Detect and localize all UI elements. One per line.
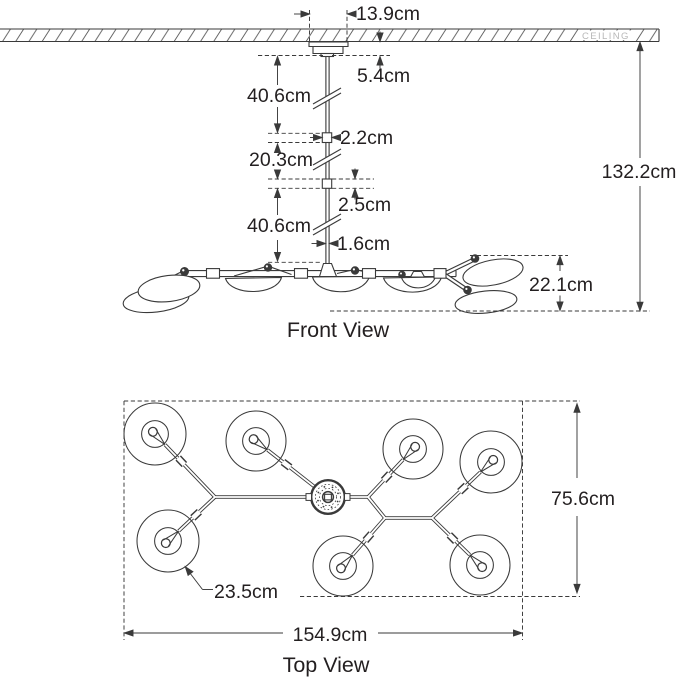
shade-disc	[225, 410, 287, 472]
socket-detail	[409, 270, 426, 278]
shade-bowl-3	[382, 276, 443, 293]
shade-disc	[312, 535, 374, 597]
dim-coupler-height-label: 2.5cm	[338, 194, 391, 216]
rod-coupler-lower	[321, 178, 333, 189]
canopy-top	[305, 479, 351, 516]
dim-stem-lower-label: 40.6cm	[247, 215, 311, 237]
dim-shade-diameter-label: 23.5cm	[214, 581, 278, 603]
dim-overall-depth-label: 75.6cm	[551, 488, 615, 510]
dim-stem-upper-label: 40.6cm	[247, 85, 311, 107]
shade-bowl-1	[224, 276, 283, 293]
shade-disc	[382, 418, 444, 480]
front-view-drawing	[122, 41, 524, 314]
rod-break-marks	[312, 87, 342, 236]
top-view-title: Top View	[283, 653, 370, 677]
dim-canopy-width-label: 13.9cm	[356, 3, 420, 25]
front-view-title: Front View	[287, 318, 390, 342]
shade-bowl-2	[311, 275, 371, 293]
dim-body-height-label: 22.1cm	[529, 274, 593, 296]
rod-coupler-upper	[321, 132, 333, 144]
right-lower-shade	[443, 273, 518, 314]
top-view-dimensions: 75.6cm 23.5cm 154.9cm	[124, 403, 615, 646]
ceiling-label: CEILING	[582, 31, 630, 42]
dimension-arrows-front	[274, 10, 644, 312]
shade-bowl-3-inner	[400, 276, 437, 289]
joint-balls	[180, 254, 480, 295]
canopy-front	[308, 41, 349, 58]
shade-disc	[123, 402, 187, 466]
ceiling-hatch	[0, 29, 659, 42]
rod-junction	[318, 262, 338, 278]
shade-disc	[459, 430, 523, 494]
shade-discs	[123, 402, 523, 597]
ceiling	[0, 28, 660, 43]
dimension-arrows-top	[124, 403, 581, 637]
canopy-screw-dots	[317, 486, 339, 508]
extension-lines-front	[258, 10, 650, 312]
dim-coupler-width-label: 2.2cm	[340, 127, 393, 149]
dim-overall-width-label: 154.9cm	[293, 624, 368, 646]
bar-sleeves	[205, 268, 447, 279]
right-upper-shade	[444, 258, 524, 287]
dim-overall-height-label: 132.2cm	[602, 161, 677, 183]
dim-canopy-height-label: 5.4cm	[357, 65, 410, 87]
front-view-dimensions: 13.9cm 5.4cm 40.6cm 2.2cm 20.3cm 2.5cm 4…	[247, 3, 677, 312]
left-shade-pair	[122, 269, 201, 314]
shade-disc	[449, 534, 511, 596]
top-view-drawing	[123, 400, 580, 640]
dim-stem-middle-label: 20.3cm	[249, 149, 313, 171]
arm-sleeves	[175, 455, 469, 544]
shade-disc	[136, 509, 200, 573]
dim-stem-diameter-label: 1.6cm	[337, 233, 390, 255]
fixture-body-front	[122, 254, 524, 314]
bounding-box-dashed	[123, 400, 580, 640]
